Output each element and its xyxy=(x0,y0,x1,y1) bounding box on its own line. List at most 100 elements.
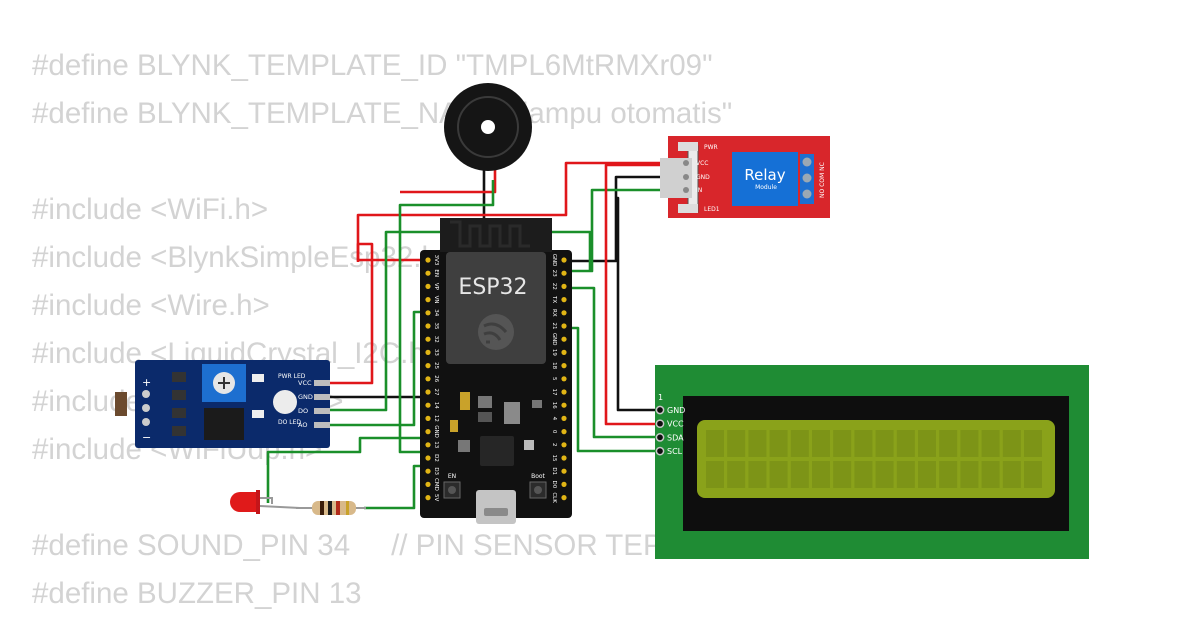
wire-sensor-do-green xyxy=(330,230,592,412)
sensor-pin-label: DO xyxy=(298,407,308,415)
esp32-pin-label: 19 xyxy=(551,349,557,356)
esp32-pin-label: TX xyxy=(551,295,557,303)
esp32-pin xyxy=(425,481,431,487)
lcd-cell xyxy=(960,430,979,457)
lcd-cell xyxy=(769,461,788,488)
wire-resistor-green xyxy=(364,464,428,510)
usb-port xyxy=(476,490,516,524)
relay-pin-vcc: VCC xyxy=(696,160,708,167)
lcd-cell xyxy=(1002,461,1021,488)
lcd-cell xyxy=(918,461,936,488)
wires xyxy=(266,161,672,510)
esp32-pin xyxy=(561,336,567,342)
esp32-pin xyxy=(561,349,567,355)
lcd-pin xyxy=(655,446,665,456)
esp32-pin xyxy=(425,270,431,276)
esp32-pin xyxy=(561,323,567,329)
lcd-cell xyxy=(875,430,894,457)
red-led xyxy=(230,490,301,514)
esp32-pin-label: 2 xyxy=(551,443,557,447)
esp32-pin-label: 18 xyxy=(551,362,557,369)
buzzer xyxy=(444,83,532,171)
sensor-pin xyxy=(314,394,330,400)
esp32-pin-label: 27 xyxy=(433,389,439,396)
resistor xyxy=(296,501,366,515)
esp32-title: ESP32 xyxy=(458,275,527,300)
sensor-pwr-led-label: PWR LED xyxy=(278,373,306,380)
lcd-cell xyxy=(769,430,788,457)
lcd-cell xyxy=(939,430,958,457)
wire-lcd-vcc-red xyxy=(604,163,668,426)
esp32-pin-label: VN xyxy=(433,296,439,304)
esp32-left-pin-header: 3V3ENVPVN343532332526271412GND13D2D3CMD5… xyxy=(425,255,439,501)
esp32-pin xyxy=(425,468,431,474)
esp32-board: ESP32 3V3ENVPVN343532332526271412GND13D2… xyxy=(420,218,572,524)
wire-buzzer-red xyxy=(400,170,497,194)
esp32-pin xyxy=(425,363,431,369)
lcd-cell xyxy=(1024,461,1042,488)
code-line: #include <BlynkSimpleEsp32.h> xyxy=(32,241,456,274)
wire-lcd-sda-green xyxy=(567,286,660,439)
esp32-pin-label: 33 xyxy=(433,349,439,356)
esp32-pin xyxy=(425,323,431,329)
esp32-pin xyxy=(561,257,567,263)
esp32-pin-label: 14 xyxy=(433,402,439,409)
esp32-pin-label: 34 xyxy=(433,309,439,316)
esp32-pin xyxy=(561,429,567,435)
esp32-pin-label: 3V3 xyxy=(433,255,439,266)
lcd-cell xyxy=(727,461,746,488)
esp32-pin-label: D2 xyxy=(433,454,439,462)
esp32-pin-label: 32 xyxy=(433,336,439,343)
lcd-pin xyxy=(655,405,665,415)
esp32-pin-label: 0 xyxy=(551,430,557,434)
esp32-pin-label: D1 xyxy=(551,467,557,475)
lcd-cell xyxy=(1024,430,1042,457)
esp32-pin-label: 5 xyxy=(551,377,557,381)
lcd-cell xyxy=(875,461,894,488)
esp32-pin xyxy=(425,283,431,289)
esp32-pin-label: GND xyxy=(551,254,557,267)
esp32-pin-label: 17 xyxy=(551,389,557,396)
wire-lcd-gnd-black xyxy=(616,196,660,412)
relay-label: Relay xyxy=(744,166,785,184)
lcd-cell xyxy=(833,461,852,488)
esp32-pin xyxy=(561,270,567,276)
wire-sensor-ao-green xyxy=(330,310,428,427)
esp32-pin xyxy=(561,310,567,316)
esp32-pin xyxy=(561,455,567,461)
esp32-pin xyxy=(561,495,567,501)
lcd-cell xyxy=(748,461,767,488)
lcd-cell xyxy=(833,430,852,457)
esp32-pin xyxy=(425,495,431,501)
esp32-pin-label: EN xyxy=(433,269,439,277)
esp32-pin xyxy=(561,376,567,382)
wire-sensor-vcc-red xyxy=(330,242,374,385)
esp32-pin xyxy=(425,389,431,395)
esp32-pin-label: 23 xyxy=(551,270,557,277)
lcd-cell xyxy=(748,430,767,457)
esp32-pin xyxy=(561,297,567,303)
lcd-cell xyxy=(706,461,724,488)
lcd-cell xyxy=(854,430,873,457)
code-line: #include <Wire.h> xyxy=(32,289,270,322)
lcd-cell xyxy=(812,461,830,488)
sensor-pin xyxy=(314,408,330,414)
esp32-pin xyxy=(425,349,431,355)
lcd-cell xyxy=(939,461,958,488)
lcd-pin-label: SCL xyxy=(667,447,683,456)
lcd-cell xyxy=(960,461,979,488)
lcd-cell xyxy=(1002,430,1021,457)
sensor-pin xyxy=(314,380,330,386)
esp32-pin-label: CMD xyxy=(433,478,439,491)
boot-button-label: Boot xyxy=(531,473,545,480)
esp32-pin-label: RX xyxy=(551,309,557,317)
sensor-pin-hole xyxy=(142,390,150,398)
lcd-cell xyxy=(790,461,809,488)
esp32-pin xyxy=(425,310,431,316)
esp32-pin-label: 22 xyxy=(551,283,557,290)
esp32-pin xyxy=(425,257,431,263)
